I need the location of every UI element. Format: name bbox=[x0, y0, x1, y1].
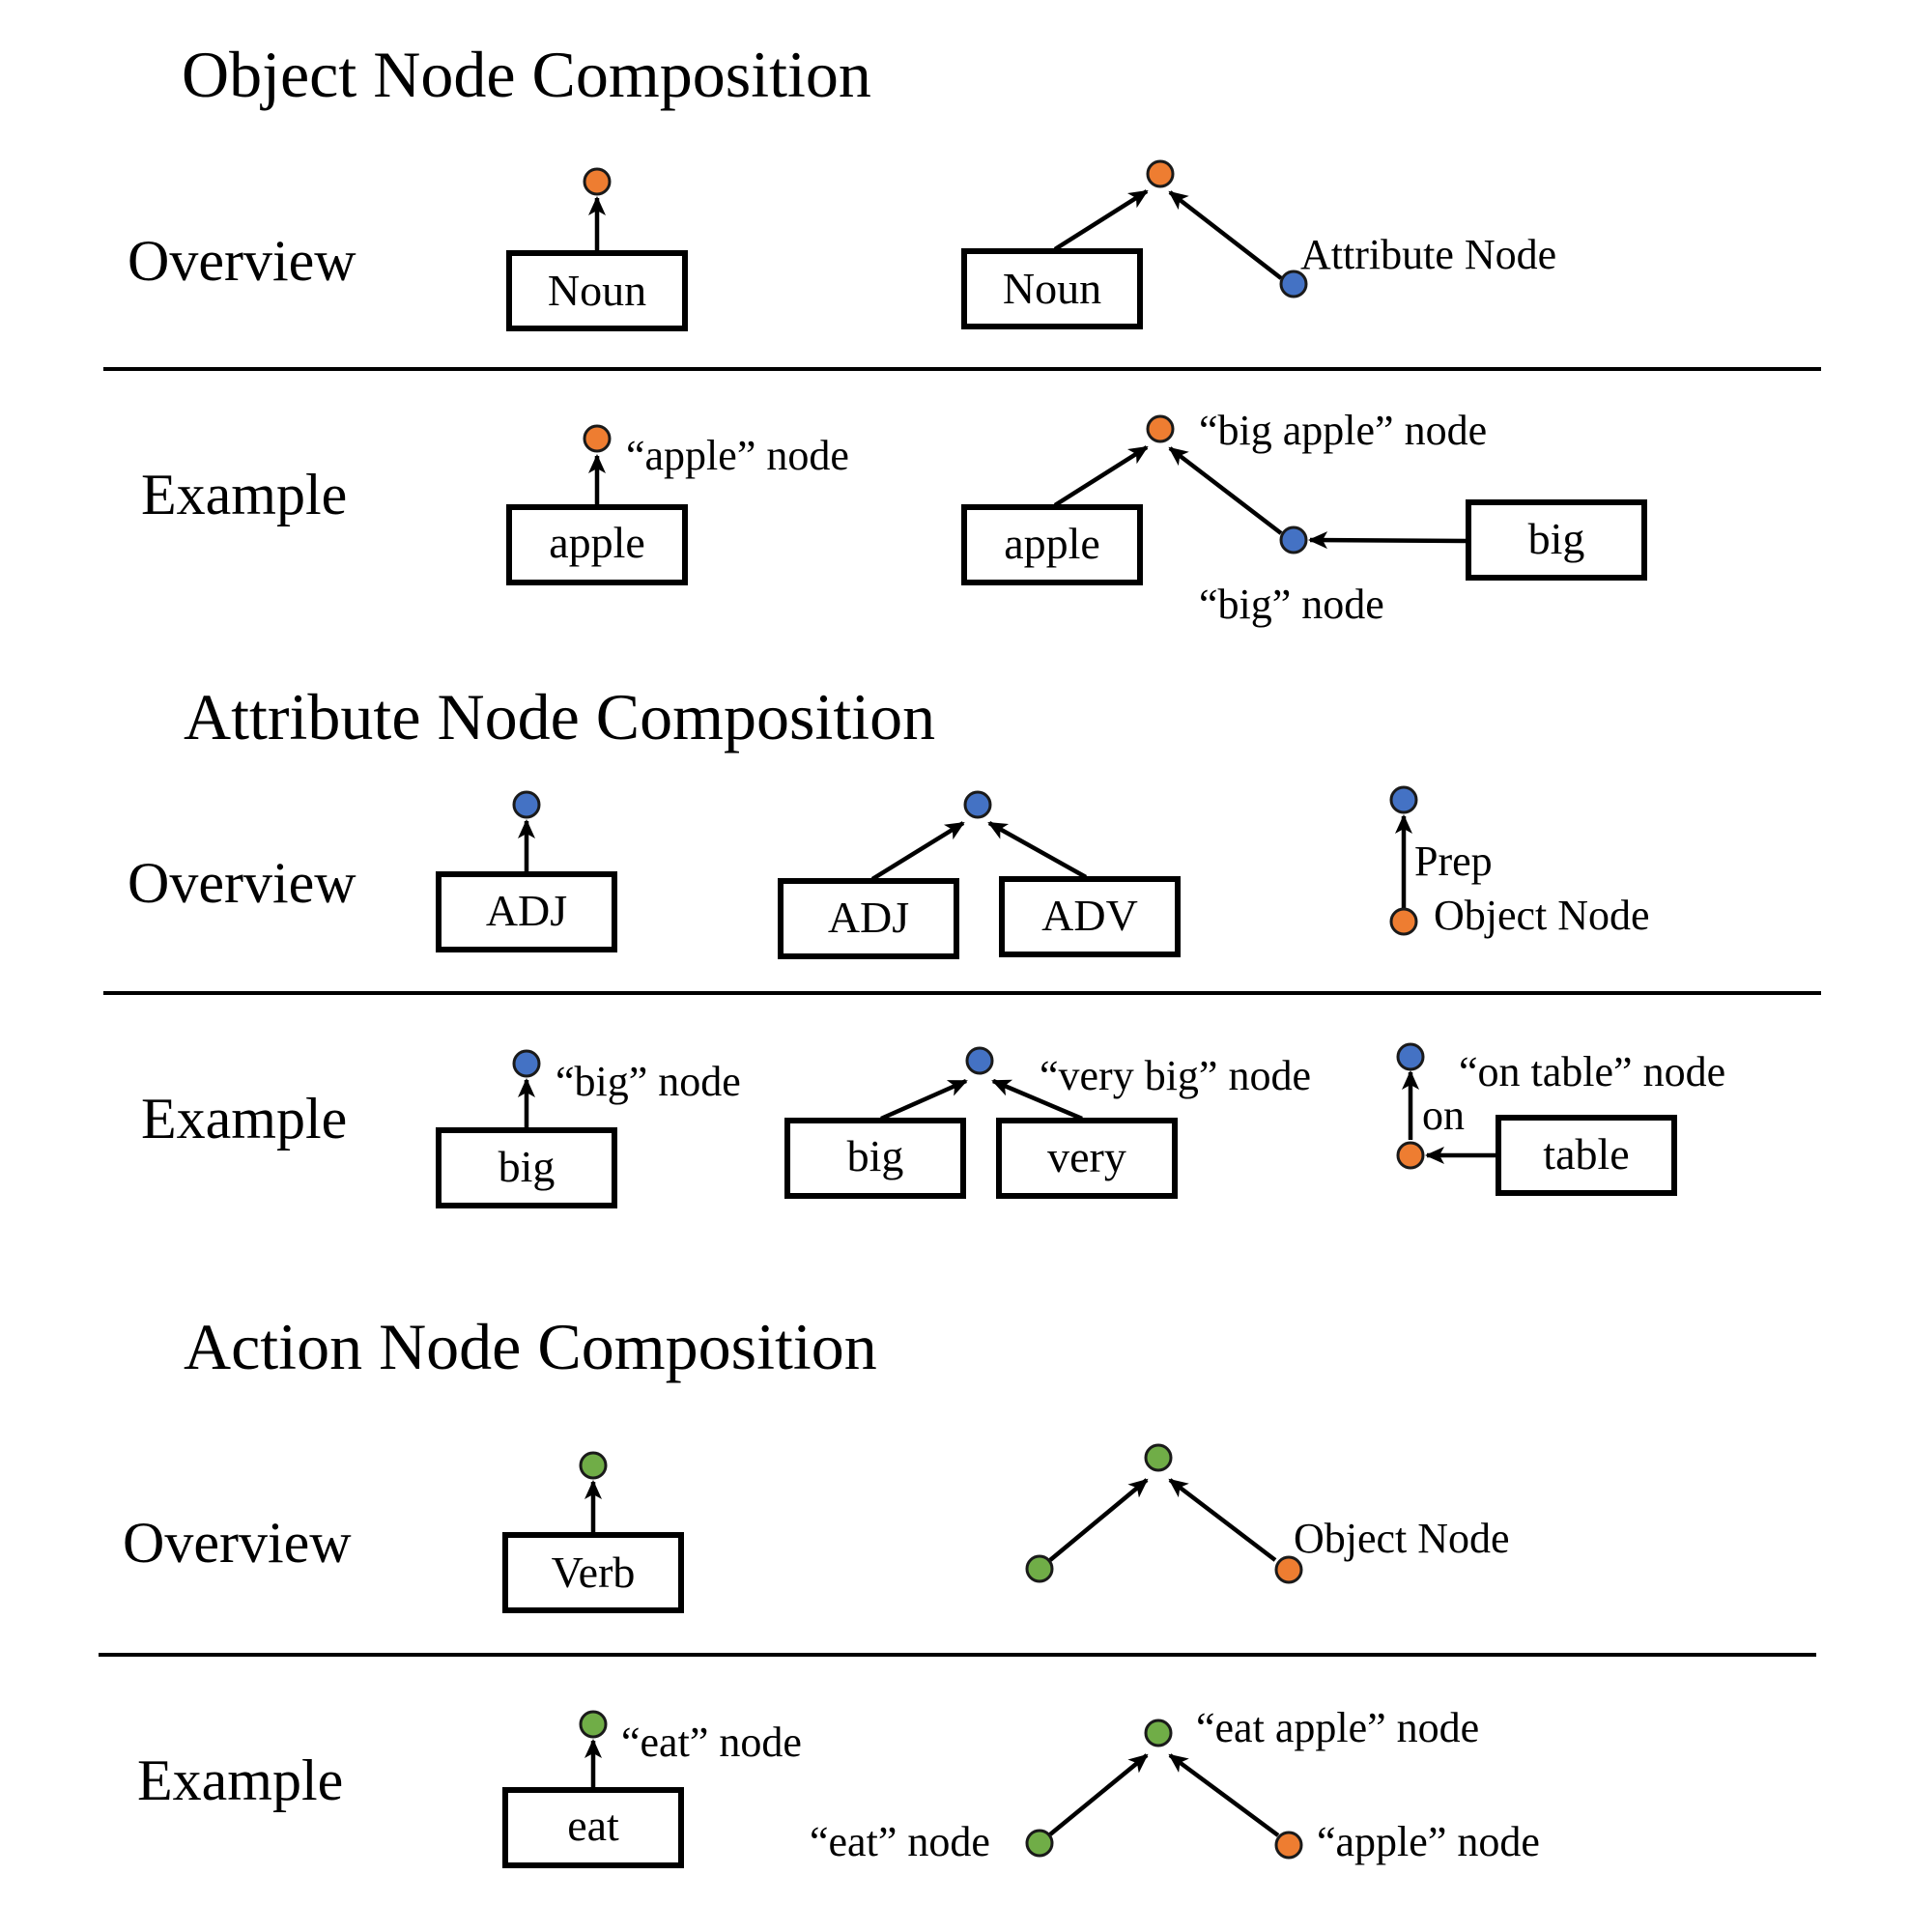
attribute-example-label: Example bbox=[141, 1087, 347, 1151]
very-big-node bbox=[965, 1046, 994, 1075]
object-overview-edge-attr-to-combined bbox=[1168, 190, 1283, 280]
eat-node-label: “eat” node bbox=[621, 1719, 802, 1766]
attribute-example-very-text: very bbox=[1047, 1132, 1126, 1181]
on-table-node bbox=[1396, 1042, 1425, 1071]
attribute-node-combined bbox=[963, 790, 992, 819]
big-node-label: “big” node bbox=[1199, 581, 1384, 628]
on-table-node-label: “on table” node bbox=[1459, 1048, 1725, 1095]
action-example-edge-eat-to-combined bbox=[1048, 1753, 1149, 1836]
object-example-apple-text: apple bbox=[549, 518, 645, 567]
action-overview-label: Overview bbox=[123, 1511, 352, 1575]
attribute-overview-adv-box bbox=[999, 876, 1181, 957]
action-overview-edge-action-to-combined bbox=[1048, 1478, 1149, 1562]
big-apple-node-label: “big apple” node bbox=[1199, 407, 1487, 454]
attribute-node-adj bbox=[512, 790, 541, 819]
eat-node bbox=[579, 1710, 608, 1739]
object-node-combined bbox=[1146, 159, 1175, 188]
object-overview-noun-text-2: Noun bbox=[1003, 264, 1101, 313]
object-node-prep-input bbox=[1389, 907, 1418, 936]
attribute-node-input bbox=[1279, 270, 1308, 298]
action-overview-edge-object-to-combined bbox=[1168, 1478, 1277, 1562]
action-example-label: Example bbox=[137, 1748, 343, 1812]
attribute-overview-edge-adj-to-combined bbox=[870, 821, 965, 881]
attribute-example-edge-very-to-combined bbox=[991, 1078, 1083, 1122]
action-node-input bbox=[1025, 1554, 1054, 1583]
attribute-example-big-text-2: big bbox=[847, 1131, 904, 1180]
object-overview-edge-noun-to-combined bbox=[1053, 189, 1149, 251]
attribute-example-table-box bbox=[1496, 1115, 1677, 1196]
object-overview-noun-box bbox=[506, 250, 688, 331]
action-node-combined bbox=[1144, 1443, 1173, 1472]
object-section-title: Object Node Composition bbox=[182, 38, 871, 111]
attribute-example-big-node bbox=[512, 1049, 541, 1078]
object-node-orange bbox=[583, 167, 612, 196]
attribute-node-prep bbox=[1389, 785, 1418, 814]
object-example-big-box bbox=[1466, 499, 1647, 581]
object-node-label-action: Object Node bbox=[1294, 1515, 1510, 1562]
action-example-eat-box bbox=[502, 1787, 684, 1868]
attribute-example-edge-big-to-combined bbox=[880, 1078, 968, 1122]
on-label: on bbox=[1422, 1092, 1465, 1139]
attribute-example-very-box bbox=[996, 1118, 1178, 1199]
action-overview-verb-text: Verb bbox=[552, 1548, 636, 1597]
eat-node-input bbox=[1025, 1829, 1054, 1858]
eat-node-label-2: “eat” node bbox=[810, 1818, 990, 1865]
big-apple-node bbox=[1146, 414, 1175, 443]
object-example-apple-text-2: apple bbox=[1004, 519, 1100, 568]
apple-node-label-2: “apple” node bbox=[1317, 1818, 1540, 1865]
object-example-edge-big-to-combined bbox=[1168, 446, 1283, 535]
attribute-overview-label: Overview bbox=[128, 851, 356, 915]
apple-node-input bbox=[1274, 1831, 1303, 1860]
attribute-overview-adj-box bbox=[436, 871, 617, 952]
table-object-node bbox=[1396, 1141, 1425, 1170]
attribute-overview-edge-adv-to-combined bbox=[987, 821, 1088, 879]
object-node-label-attr: Object Node bbox=[1434, 892, 1650, 939]
object-example-edge-bigbox-to-bignode bbox=[1308, 531, 1468, 550]
attribute-overview-adj-text-2: ADJ bbox=[828, 893, 909, 942]
attribute-overview-adv-text: ADV bbox=[1041, 891, 1138, 940]
object-overview-noun-text: Noun bbox=[548, 266, 646, 315]
object-example-edge-apple-to-combined bbox=[1053, 445, 1149, 507]
attribute-example-big-node-label: “big” node bbox=[556, 1058, 741, 1105]
very-big-node-label: “very big” node bbox=[1040, 1052, 1311, 1099]
prep-label: Prep bbox=[1414, 838, 1493, 885]
object-overview-noun-box-2 bbox=[961, 248, 1143, 329]
attribute-node-label: Attribute Node bbox=[1300, 231, 1556, 278]
object-overview-label: Overview bbox=[128, 229, 356, 293]
object-example-apple-box-2 bbox=[961, 504, 1143, 585]
object-node-action-input bbox=[1274, 1555, 1303, 1584]
action-example-eat-text: eat bbox=[567, 1801, 619, 1850]
action-section-title: Action Node Composition bbox=[184, 1310, 877, 1383]
eat-apple-node bbox=[1144, 1719, 1173, 1747]
attribute-example-big-text: big bbox=[499, 1142, 556, 1191]
attribute-example-big-box-2 bbox=[784, 1118, 966, 1199]
eat-apple-node-label: “eat apple” node bbox=[1196, 1704, 1479, 1751]
action-example-edge-apple-to-combined bbox=[1168, 1753, 1280, 1837]
object-example-big-text: big bbox=[1528, 514, 1585, 563]
object-example-label: Example bbox=[141, 463, 347, 526]
attribute-overview-adj-text: ADJ bbox=[486, 886, 567, 935]
attribute-example-table-text: table bbox=[1543, 1129, 1629, 1179]
big-node bbox=[1279, 526, 1308, 554]
attribute-section-title: Attribute Node Composition bbox=[184, 680, 935, 753]
attribute-overview-adj-box-2 bbox=[778, 878, 959, 959]
apple-node bbox=[583, 424, 612, 453]
action-node-verb bbox=[579, 1451, 608, 1480]
apple-node-label: “apple” node bbox=[626, 432, 849, 479]
